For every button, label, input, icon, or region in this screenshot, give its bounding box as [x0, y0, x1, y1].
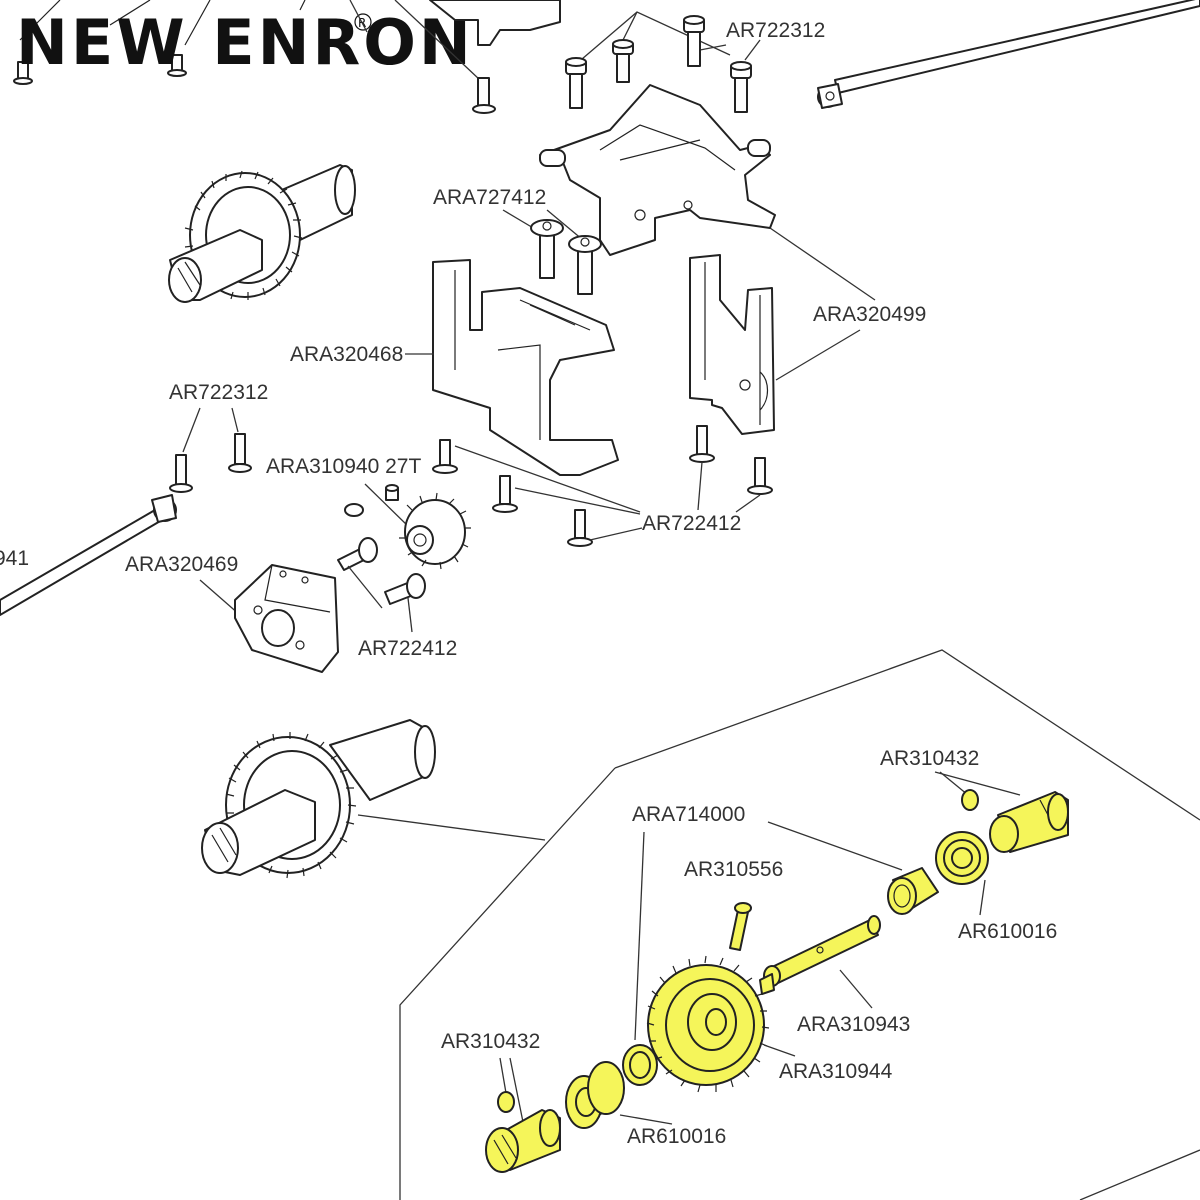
screw-group-ar722412-mid: AR722412 [432, 425, 773, 547]
label-ar310432-left: AR310432 [441, 1030, 540, 1053]
label-ara320468: ARA320468 [290, 343, 403, 366]
brand-logo: NEW ENRON R [13, 0, 474, 85]
diff-assembly-lower [201, 719, 546, 879]
label-ar722312-top: AR722312 [726, 19, 825, 42]
screw-group-ara727412: ARA727412 [433, 186, 602, 295]
screw-group-ar722412-low: AR722412 [337, 537, 457, 660]
diff-housing [539, 84, 876, 301]
driveshaft-left: 941 [0, 494, 177, 616]
label-ar610016-right: AR610016 [958, 920, 1057, 943]
label-ar310556: AR310556 [684, 858, 783, 881]
highlighted-parts: AR310432 AR610016 ARA714000 ARA310943 AR… [441, 747, 1069, 1173]
label-ara310943: ARA310943 [797, 1013, 910, 1036]
label-ar722412-low: AR722412 [358, 637, 457, 660]
motor-mount-ara320469: ARA320469 [125, 553, 339, 673]
screw-group-left: AR722312 [169, 381, 268, 493]
driveshaft-top-right [817, 0, 1200, 109]
label-ara727412: ARA727412 [433, 186, 546, 209]
screw-group-top: AR722312 [565, 11, 825, 113]
bracket-ara320468: ARA320468 [290, 259, 619, 476]
label-ar610016-left: AR610016 [627, 1125, 726, 1148]
brand-name: NEW ENRON [16, 6, 474, 79]
motor-plate-top [429, 0, 561, 46]
label-ara320469: ARA320469 [125, 553, 238, 576]
pinion-ara310940: ARA310940 27T [266, 455, 471, 570]
label-ara310944: ARA310944 [779, 1060, 893, 1083]
callout-frame [399, 649, 1200, 1200]
label-ara310940: ARA310940 27T [266, 455, 421, 478]
label-ara320499: ARA320499 [813, 303, 926, 326]
screw-top-left [349, 0, 496, 114]
diff-assembly-upper [168, 164, 356, 303]
label-ar310432-right: AR310432 [880, 747, 979, 770]
bracket-ara320499: ARA320499 [689, 254, 926, 435]
label-ar722412-mid: AR722412 [642, 512, 741, 535]
label-ar722312-left: AR722312 [169, 381, 268, 404]
label-edge-941: 941 [0, 547, 29, 570]
label-ara714000: ARA714000 [632, 803, 745, 826]
